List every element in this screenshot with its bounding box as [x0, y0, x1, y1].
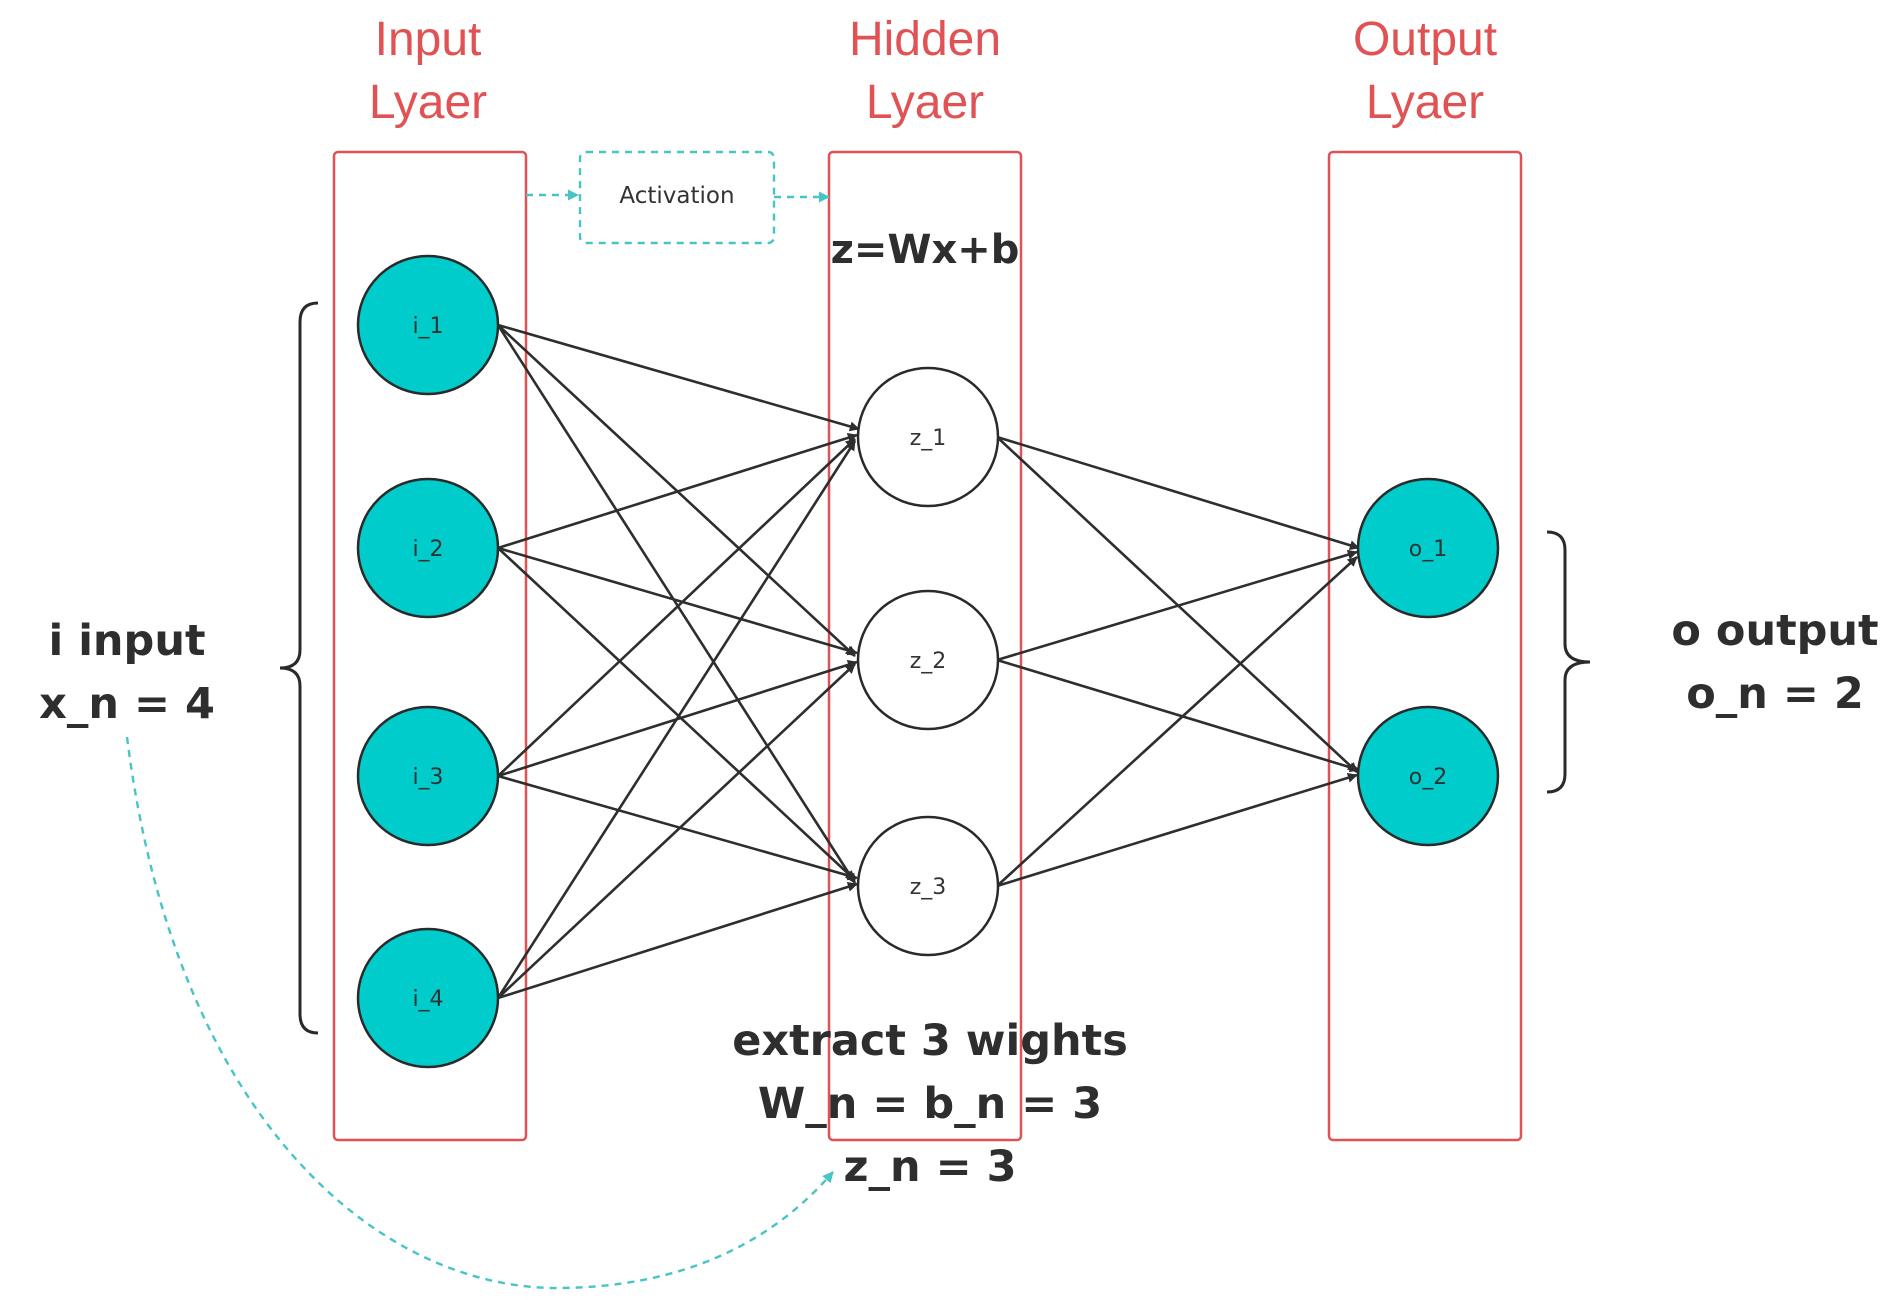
- input-layer-title-line1: Input: [375, 13, 482, 66]
- output-layer-title-line1: Output: [1353, 13, 1497, 66]
- hidden-annotation-line2: W_n = b_n = 3: [758, 1079, 1102, 1129]
- output-node-1-label: o_1: [1409, 537, 1447, 562]
- edge-i1-z1: [497, 323, 860, 432]
- edge-z1-o2: [996, 436, 1358, 773]
- input-nodes: i_1 i_2 i_3 i_4: [356, 254, 500, 1069]
- input-annotation-line2: x_n = 4: [39, 679, 215, 729]
- edges-input-hidden: [496, 323, 860, 1000]
- input-node-2-label: i_2: [412, 537, 443, 562]
- input-layer-title-line2: Lyaer: [369, 76, 487, 129]
- output-node-1: [1356, 477, 1500, 619]
- input-node-1-label: i_1: [412, 314, 443, 339]
- output-layer-title-line2: Lyaer: [1366, 76, 1484, 129]
- hidden-layer-title-line2: Lyaer: [866, 76, 984, 129]
- input-node-4: [356, 927, 500, 1069]
- activation-label: Activation: [619, 183, 734, 209]
- edge-z3-o1: [996, 556, 1358, 887]
- input-brace: [279, 301, 319, 1035]
- edge-z3-o2: [996, 772, 1358, 888]
- hidden-layer-title-line1: Hidden: [849, 13, 1001, 66]
- activation-box: [578, 150, 776, 245]
- input-layer-box: [332, 150, 528, 1142]
- output-layer-box: [1327, 150, 1523, 1142]
- edge-i2-z3: [497, 547, 856, 881]
- input-node-3-label: i_3: [412, 765, 443, 790]
- edge-i2-z1: [497, 432, 858, 550]
- output-brace: [1546, 530, 1591, 794]
- hidden-node-3: [856, 815, 1000, 957]
- input-node-1: [356, 254, 500, 396]
- edge-z2-o1: [996, 549, 1358, 662]
- dashed-curve-arrow: [125, 736, 834, 1290]
- hidden-node-2-label: z_2: [910, 649, 947, 674]
- hidden-annotation-line1: extract 3 wights: [732, 1016, 1128, 1066]
- edge-z1-o1: [996, 435, 1360, 551]
- edge-i4-z1: [496, 440, 857, 999]
- edge-i3-z3: [497, 774, 858, 881]
- input-annotation-line1: i input: [48, 616, 205, 666]
- input-node-4-label: i_4: [412, 987, 443, 1012]
- hidden-node-2: [856, 589, 1000, 731]
- edge-i1-z3: [496, 324, 857, 884]
- output-nodes: o_1 o_2: [1356, 477, 1500, 847]
- hidden-node-1: [856, 366, 1000, 508]
- edge-z2-o2: [996, 658, 1360, 773]
- hidden-node-1-label: z_1: [910, 426, 947, 451]
- edge-i2-z2: [497, 546, 858, 656]
- input-node-2: [356, 477, 500, 619]
- input-node-3: [356, 705, 500, 847]
- formula-text: z=Wx+b: [831, 227, 1020, 273]
- output-node-2-label: o_2: [1409, 765, 1447, 790]
- output-annotation-line2: o_n = 2: [1686, 669, 1864, 719]
- edge-i4-z3: [497, 882, 858, 1000]
- hidden-annotation-line3: z_n = 3: [843, 1142, 1016, 1192]
- output-annotation-line1: o output: [1671, 606, 1878, 656]
- edge-i4-z2: [497, 663, 856, 999]
- output-node-2: [1356, 705, 1500, 847]
- edges-hidden-output: [996, 435, 1360, 888]
- hidden-nodes: z_1 z_2 z_3: [856, 366, 1000, 957]
- hidden-node-3-label: z_3: [910, 875, 947, 900]
- edge-i3-z1: [497, 438, 856, 777]
